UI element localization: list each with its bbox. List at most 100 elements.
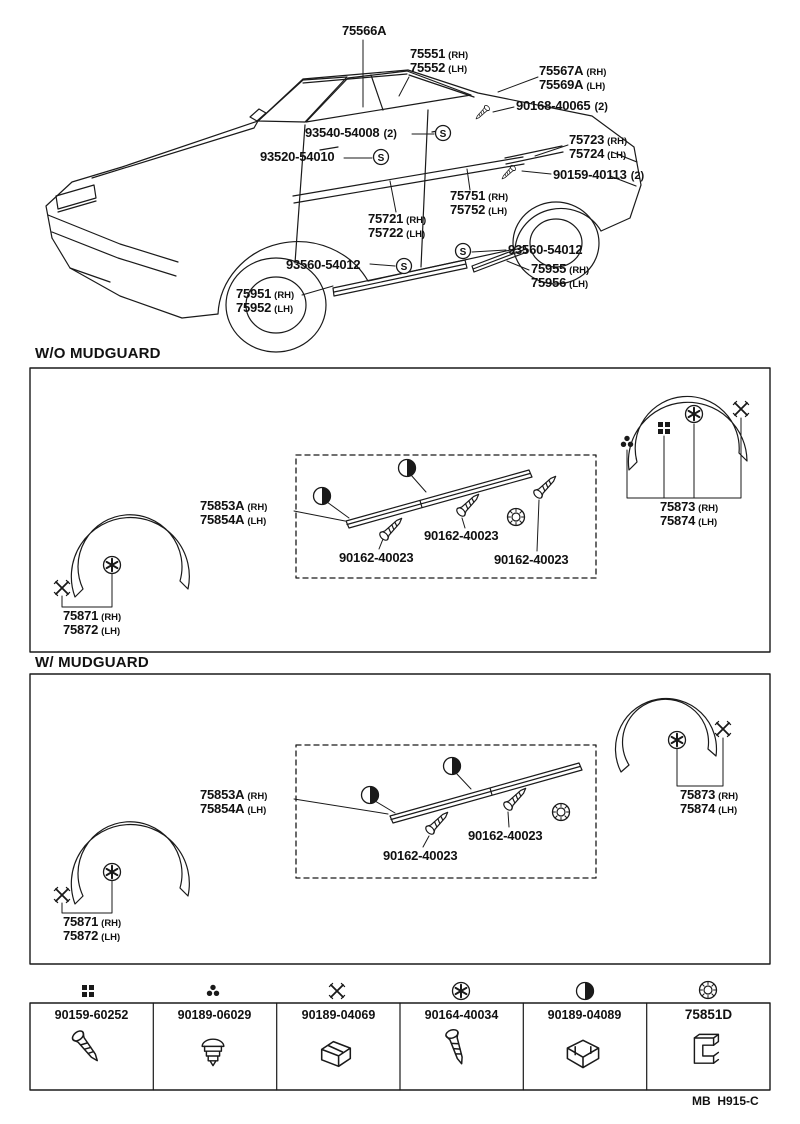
part-side: (RH) (247, 502, 268, 513)
w-mudguard-box (29, 673, 771, 965)
part-side: (LH) (247, 804, 267, 816)
part-side: (LH) (586, 80, 606, 92)
part-number: 90162-40023 (383, 848, 458, 863)
w-mudguard-section (29, 673, 771, 965)
callout-rear-window-moulding: 75567A(RH) 75569A(LH) (539, 63, 607, 92)
wo-leader-lines (61, 417, 742, 608)
part-number: 75854A (200, 800, 245, 816)
part-number: 75551 (410, 46, 446, 61)
w-screw-label-left: 90162-40023 (383, 848, 458, 863)
part-qty: (2) (383, 128, 397, 140)
part-side: (LH) (488, 205, 508, 217)
part-number: 75723 (569, 132, 605, 147)
page-code: MB H915-C (692, 1094, 759, 1108)
part-number: 75854A (200, 511, 245, 527)
part-number: 75873 (660, 499, 696, 514)
part-side: (LH) (101, 625, 121, 637)
circled-asterisk-symbol (102, 555, 122, 575)
callout-screw-90159: 90159-40113(2) (553, 168, 644, 182)
part-number: 75871 (63, 608, 99, 623)
part-side: (RH) (488, 192, 509, 203)
circled-s-icon (372, 148, 390, 166)
callout-rocker-moulding-rear: 75955(RH) 75956(LH) (531, 261, 590, 290)
wo-mudguard-section (29, 367, 771, 653)
part-side: (LH) (607, 149, 627, 161)
w-rear-arch-moulding (614, 698, 718, 773)
part-side: (LH) (274, 303, 294, 315)
callout-rocker-moulding-front: 75951(RH) 75952(LH) (236, 287, 294, 315)
screw-icon (531, 472, 560, 501)
part-number: 75752 (450, 201, 486, 217)
w-front-arch-moulding (70, 821, 190, 905)
part-number: 75567A (539, 63, 584, 78)
part-number: 75722 (368, 224, 404, 240)
fastener-part-5: 90189-04089 (547, 1008, 622, 1022)
part-number: 75952 (236, 299, 272, 315)
part-number: 90162-40023 (339, 550, 414, 565)
w-front-arch-label: 75871(RH) 75872(LH) (63, 914, 122, 943)
wo-screw-label-left: 90162-40023 (339, 550, 414, 565)
grommet-symbol (506, 507, 526, 527)
w-side-moulding-label: 75853A(RH) 75854A(LH) (200, 787, 268, 816)
rocker-moulding-strip-front (332, 259, 468, 297)
callout-screw-93560-left: 93560-54012 (286, 258, 361, 272)
fastener-part-4: 90164-40034 (424, 1008, 499, 1022)
fastener-drawing-screw-40034 (444, 1027, 469, 1067)
section-title-w-mudguard: W/ MUDGUARD (35, 654, 149, 671)
wo-rear-arch-moulding (627, 395, 748, 471)
part-side: (RH) (586, 67, 607, 78)
fastener-part-1: 90159-60252 (54, 1008, 129, 1022)
callout-quarter-moulding: 75723(RH) 75724(LH) (569, 132, 627, 161)
part-side: (RH) (101, 612, 122, 623)
w-leader-lines (61, 737, 724, 914)
wo-screw-label-mid: 90162-40023 (424, 529, 499, 543)
wo-front-arch-moulding (70, 514, 190, 598)
part-number: 93560-54012 (508, 242, 583, 257)
part-side: (LH) (406, 228, 426, 240)
rocker-moulding-strip-rear (471, 245, 528, 273)
wo-mudguard-box (29, 367, 771, 653)
circled-asterisk-symbol (102, 862, 122, 882)
part-number: 75956 (531, 274, 567, 290)
part-qty: (2) (594, 101, 608, 113)
part-number: 75569A (539, 76, 584, 92)
circled-asterisk-symbol (667, 730, 687, 750)
callout-roof-drip-moulding: 75551(RH) 75552(LH) (410, 46, 468, 75)
fastener-drawing-push-clip (201, 1038, 225, 1067)
clover-symbol (206, 984, 220, 997)
callout-screw-93520: 93520-54010 (260, 149, 335, 164)
wo-rear-arch-label: 75873(RH) 75874(LH) (660, 499, 718, 528)
part-side: (LH) (247, 515, 267, 527)
part-number: 93520-54010 (260, 149, 335, 164)
callout-front-door-moulding: 75721(RH) 75722(LH) (368, 211, 427, 240)
part-number: 75871 (63, 914, 99, 929)
part-number: 75874 (680, 800, 716, 816)
fastener-drawing-clip-04089 (566, 1039, 600, 1069)
part-number: 75721 (368, 211, 404, 226)
part-number: 93540-54008 (305, 125, 380, 140)
fastener-table-grid (29, 1002, 771, 1091)
fastener-drawing-clamp-75851d (693, 1033, 720, 1064)
half-circle-symbol (575, 981, 595, 1001)
part-number: 75955 (531, 261, 567, 276)
part-number: 75873 (680, 787, 716, 802)
wo-front-arch-label: 75871(RH) 75872(LH) (63, 608, 122, 637)
part-number: 75566A (342, 23, 387, 38)
part-number: 90159-40113 (553, 167, 627, 182)
wo-screw-label-right: 90162-40023 (494, 553, 569, 567)
part-number: 75853A (200, 787, 245, 802)
part-side: (RH) (101, 918, 122, 929)
half-circle-symbol (312, 486, 332, 506)
cross-symbol (328, 982, 346, 1000)
fastener-part-2: 90189-06029 (177, 1008, 252, 1022)
wo-detail-dashed-box (295, 454, 597, 579)
circled-asterisk-symbol (684, 404, 704, 424)
w-screw-label-mid: 90162-40023 (468, 829, 543, 843)
part-side: (RH) (569, 265, 590, 276)
part-side: (RH) (406, 215, 427, 226)
circled-s-icon (434, 124, 452, 142)
callout-windshield-moulding: 75566A (342, 23, 387, 38)
part-side: (RH) (247, 791, 268, 802)
car-leader-lines (301, 39, 569, 296)
